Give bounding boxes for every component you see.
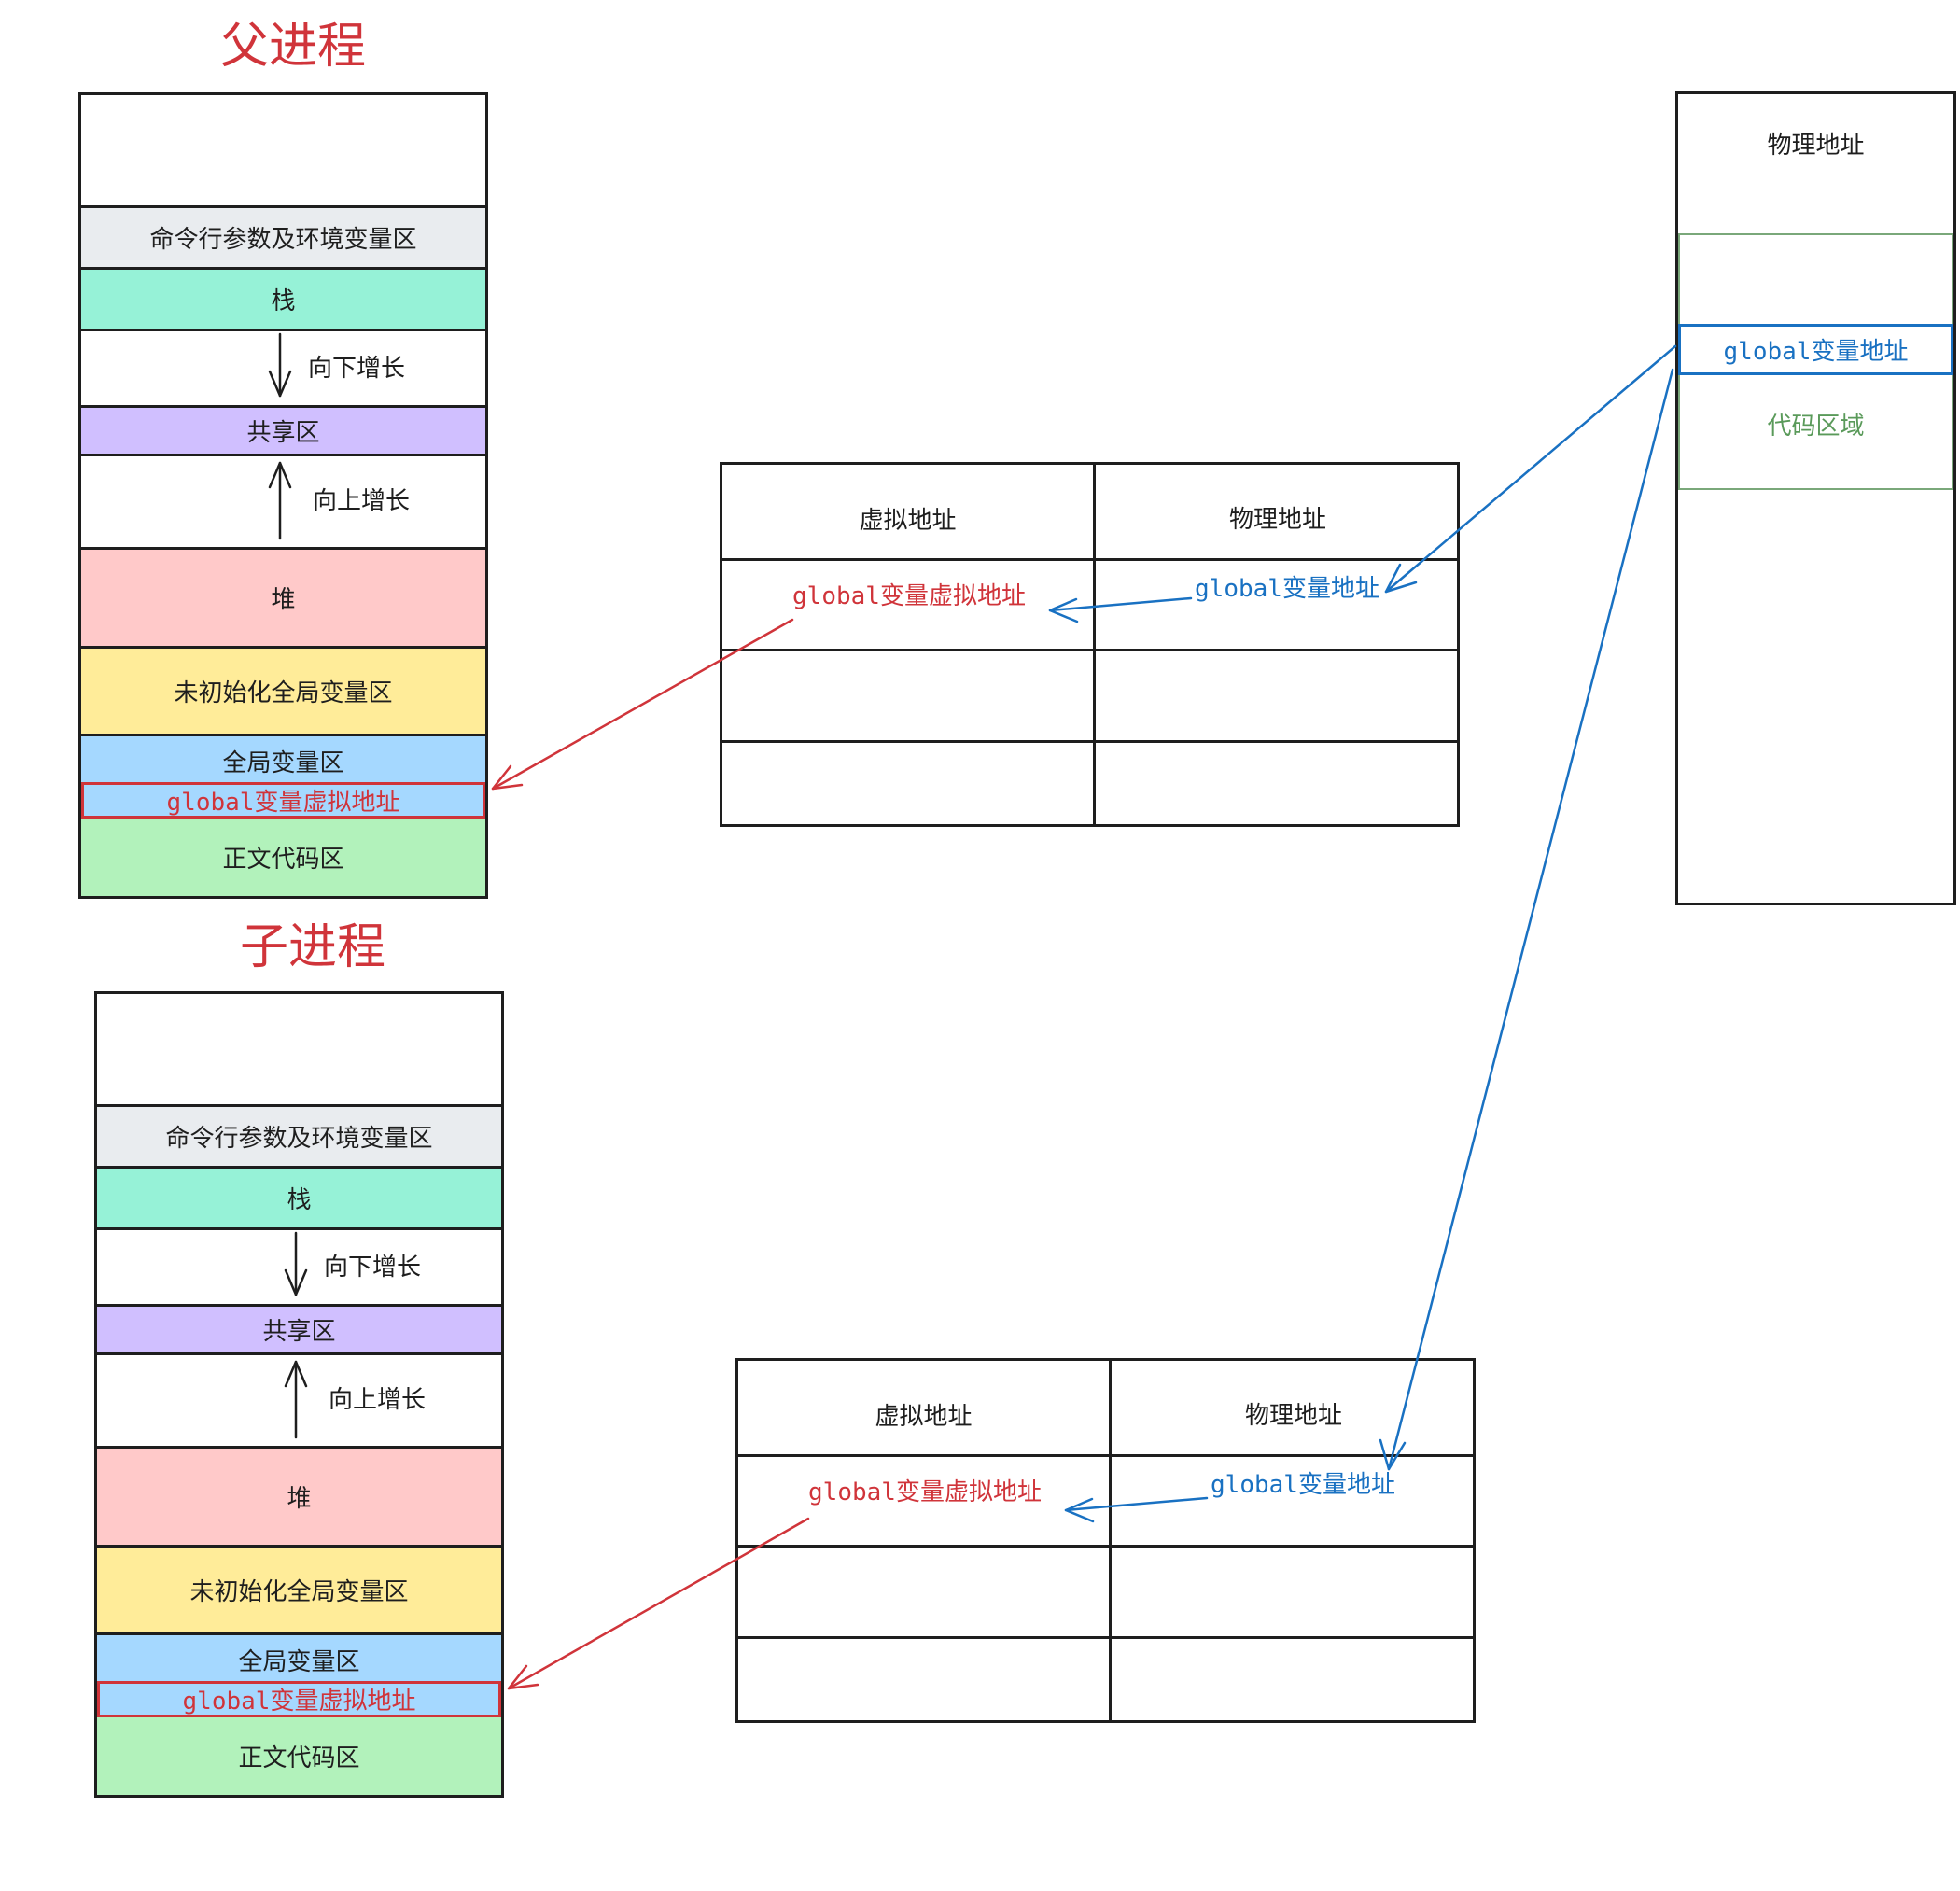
child-table-header-physical: 物理地址 (1244, 1401, 1342, 1430)
parent-grow-down-gap (81, 331, 485, 408)
arrow-physical-to-child-table (1379, 368, 1674, 1471)
parent-grow-down-arrow (268, 332, 292, 398)
child-bss-segment: 未初始化全局变量区 (97, 1548, 501, 1635)
child-process-title: 子进程 (240, 919, 386, 975)
parent-data-label: 全局变量区 (222, 749, 344, 777)
parent-process-title: 父进程 (220, 19, 367, 75)
parent-table-row-virtual: global变量虚拟地址 (792, 581, 1026, 610)
child-global-virtual-address: global变量虚拟地址 (97, 1681, 501, 1717)
parent-address-space: 命令行参数及环境变量区 栈 共享区 堆 未初始化全局变量区 全局变量区 glob… (78, 92, 488, 899)
parent-table-row-divider (722, 649, 1457, 651)
parent-table-header-virtual: 虚拟地址 (859, 507, 957, 535)
parent-table-header-physical: 物理地址 (1228, 505, 1326, 534)
child-grow-up-label: 向上增长 (329, 1386, 427, 1414)
child-page-table: 虚拟地址 物理地址 global变量虚拟地址 global变量地址 (735, 1358, 1476, 1723)
parent-grow-down-label: 向下增长 (308, 355, 406, 383)
parent-stack-segment: 栈 (81, 270, 485, 331)
parent-table-col-divider (1093, 465, 1096, 824)
physical-memory-title: 物理地址 (1767, 131, 1865, 160)
child-grow-up-gap (97, 1355, 501, 1449)
child-top-blank (97, 994, 501, 1107)
child-table-col-divider (1109, 1361, 1112, 1720)
parent-grow-up-gap (81, 456, 485, 550)
parent-table-row-divider (722, 740, 1457, 743)
parent-args-env-segment: 命令行参数及环境变量区 (81, 208, 485, 270)
child-table-row-divider (738, 1636, 1473, 1639)
parent-global-virtual-address: global变量虚拟地址 (81, 782, 485, 819)
child-grow-down-label: 向下增长 (324, 1254, 422, 1282)
child-table-header-virtual: 虚拟地址 (875, 1403, 973, 1431)
child-table-row-divider (738, 1545, 1473, 1548)
parent-bss-segment: 未初始化全局变量区 (81, 649, 485, 736)
physical-global-address: global变量地址 (1678, 324, 1953, 375)
child-grow-down-gap (97, 1230, 501, 1307)
arrow-parent-physical-to-virtual (1048, 596, 1193, 623)
child-args-env-segment: 命令行参数及环境变量区 (97, 1107, 501, 1169)
parent-grow-up-label: 向上增长 (313, 487, 411, 515)
child-shared-segment: 共享区 (97, 1307, 501, 1355)
parent-heap-segment: 堆 (81, 550, 485, 649)
parent-page-table: 虚拟地址 物理地址 global变量虚拟地址 global变量地址 (720, 462, 1460, 827)
parent-table-row-divider (722, 558, 1457, 561)
parent-top-blank (81, 95, 485, 208)
child-heap-segment: 堆 (97, 1449, 501, 1548)
child-table-row-physical: global变量地址 (1211, 1470, 1395, 1499)
arrow-physical-to-parent-table (1384, 344, 1677, 594)
arrow-child-table-to-process (507, 1517, 810, 1690)
child-grow-down-arrow (284, 1231, 308, 1296)
child-stack-segment: 栈 (97, 1169, 501, 1230)
arrow-parent-table-to-process (491, 618, 794, 791)
parent-text-segment: 正文代码区 (81, 819, 485, 896)
child-text-segment: 正文代码区 (97, 1717, 501, 1795)
arrow-child-physical-to-virtual (1064, 1496, 1209, 1523)
parent-table-row-physical: global变量地址 (1195, 574, 1379, 603)
child-grow-up-arrow (284, 1360, 308, 1439)
parent-grow-up-arrow (268, 461, 292, 540)
parent-shared-segment: 共享区 (81, 408, 485, 456)
child-table-row-divider (738, 1454, 1473, 1457)
code-region-label: 代码区域 (1767, 412, 1865, 441)
child-address-space: 命令行参数及环境变量区 栈 共享区 堆 未初始化全局变量区 全局变量区 glob… (94, 991, 504, 1798)
child-data-label: 全局变量区 (238, 1648, 360, 1676)
child-table-row-virtual: global变量虚拟地址 (808, 1478, 1042, 1506)
physical-memory: 物理地址 global变量地址 代码区域 (1675, 91, 1956, 905)
